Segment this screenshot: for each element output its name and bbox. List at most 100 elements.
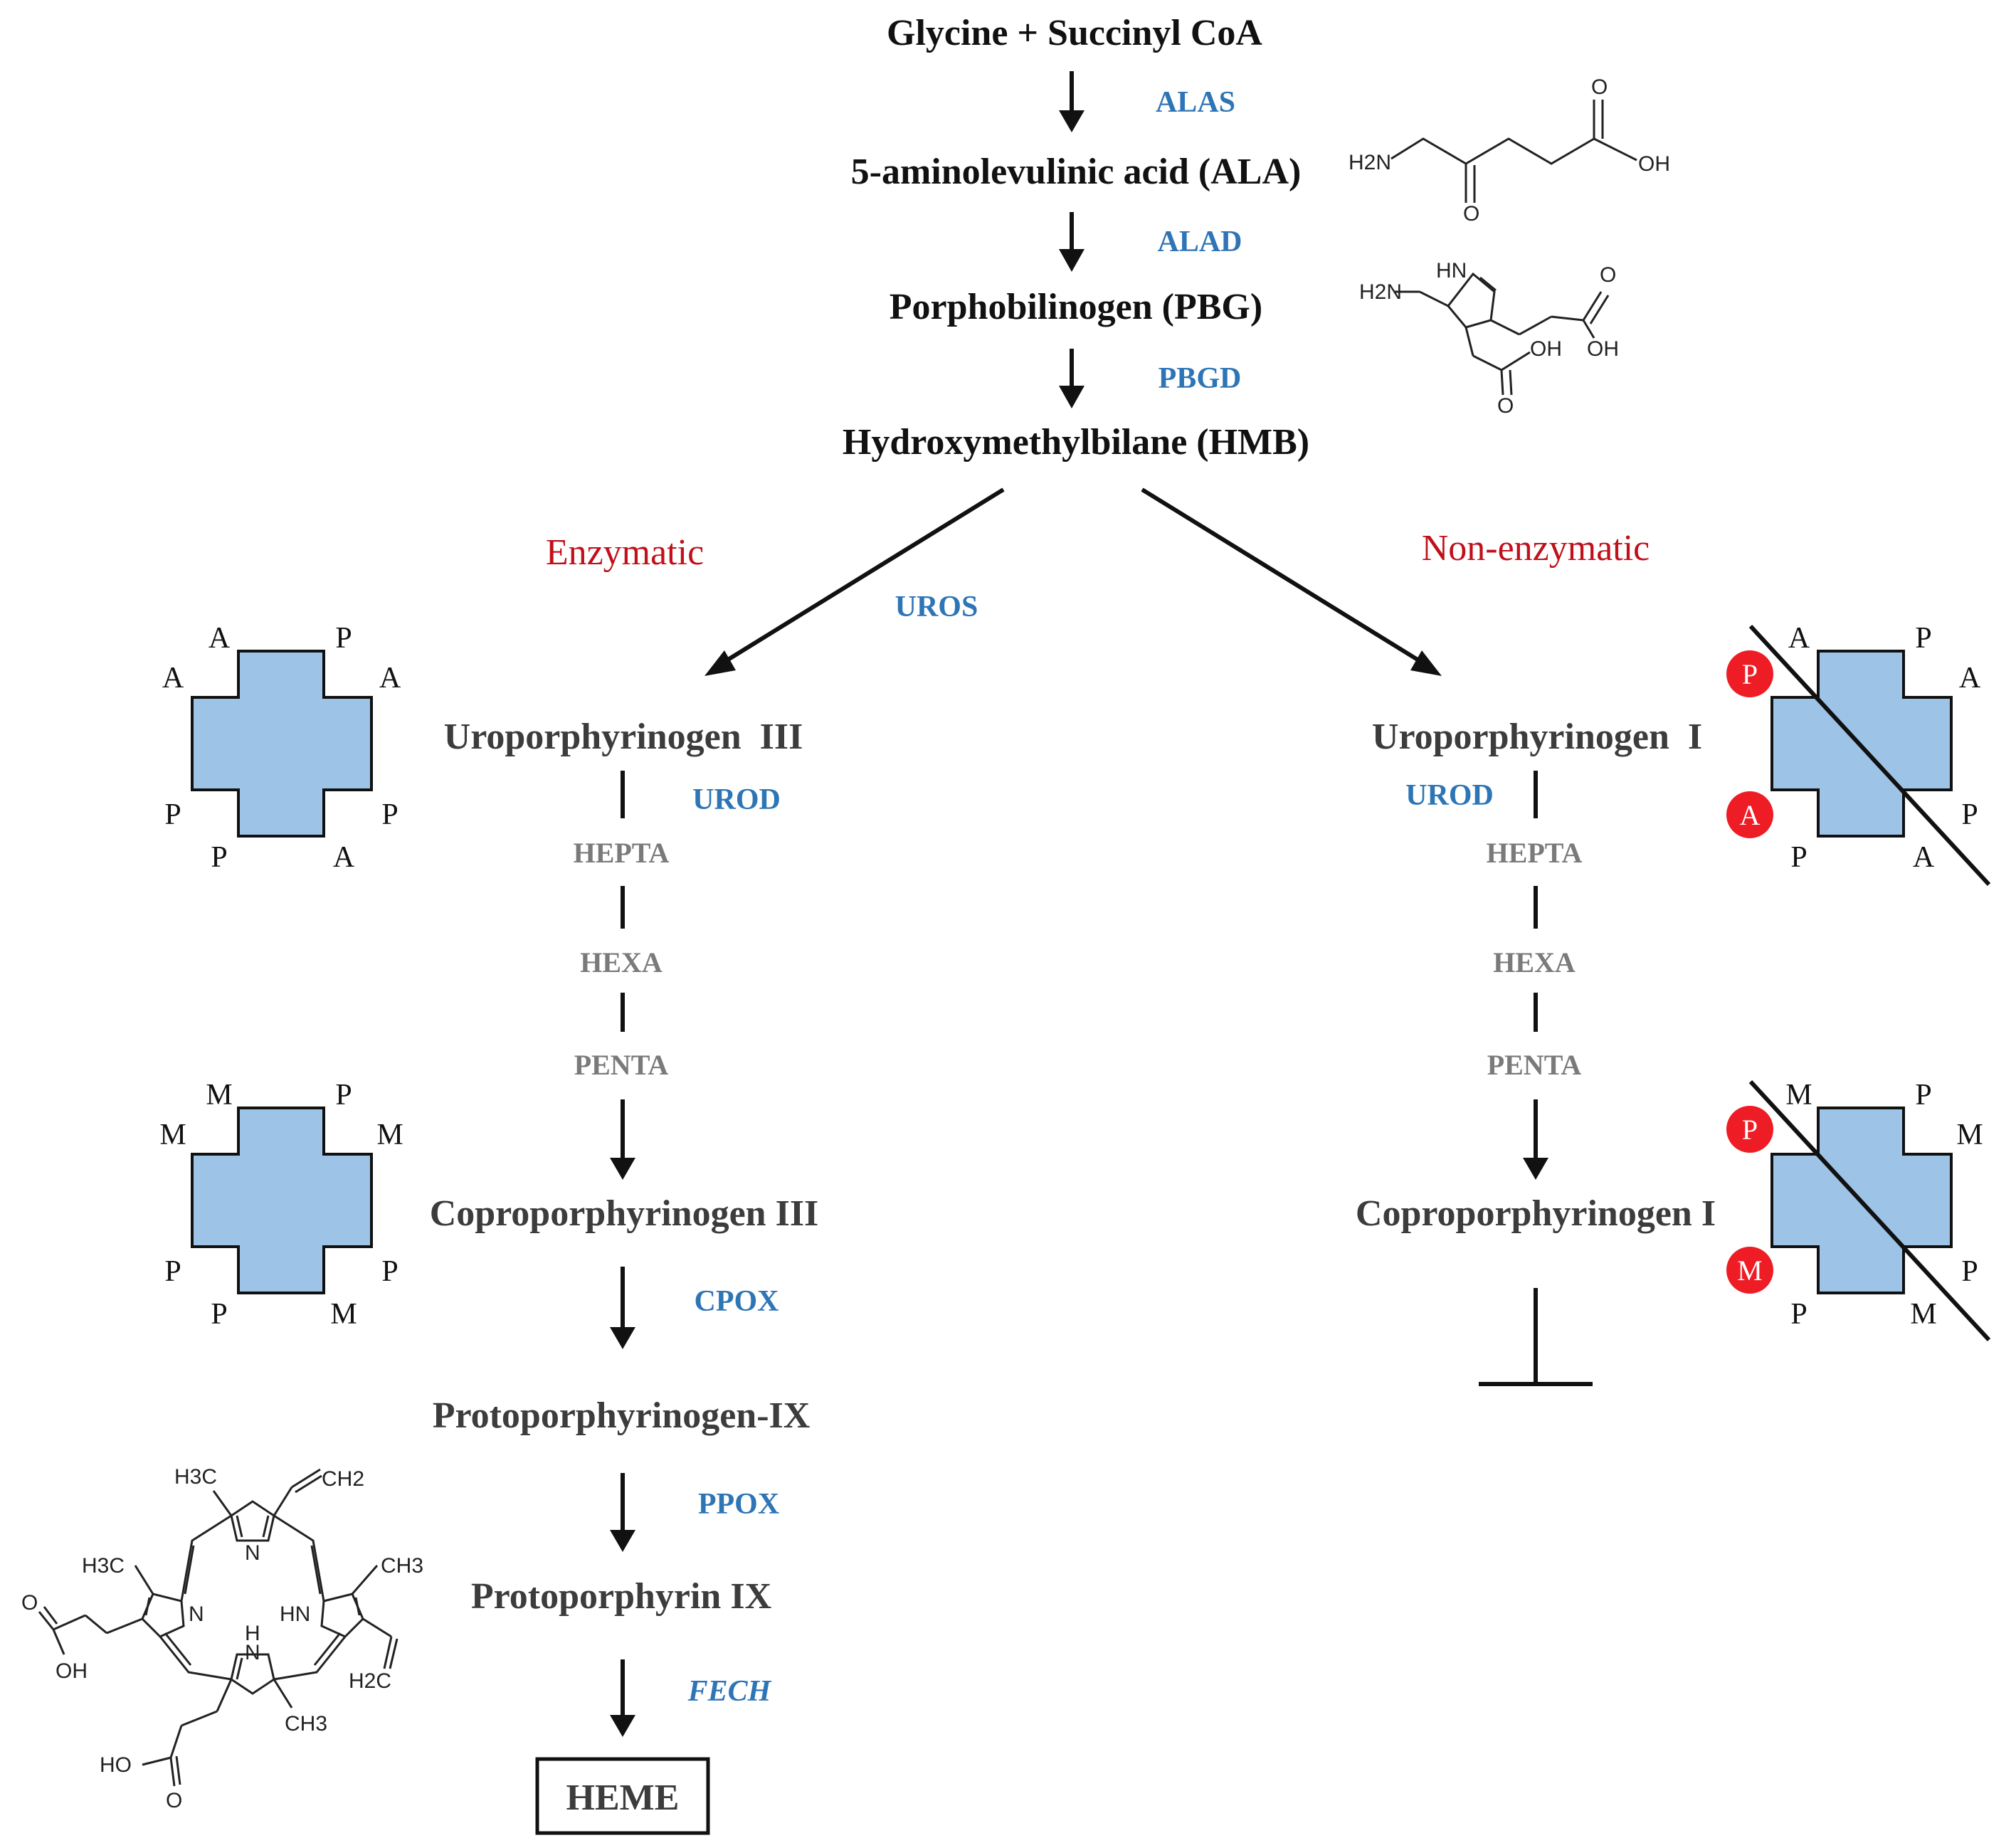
enzyme-fech: FECH (687, 1675, 772, 1708)
cross-label: P (335, 622, 352, 655)
arrow-down (1059, 212, 1084, 272)
svg-text:P: P (1742, 1114, 1758, 1146)
cross-label: P (1915, 1079, 1931, 1111)
error-marker-top: P (1726, 650, 1773, 697)
step-hmb: Hydroxymethylbilane (HMB) (843, 422, 1309, 463)
intermediate-penta-left: PENTA (574, 1049, 669, 1081)
cross-label: A (1959, 662, 1981, 695)
cross-label: P (1961, 1255, 1978, 1288)
heme-box: HEME (535, 1757, 710, 1835)
cross-uroporphyrinogen-i: A P A P P A P A (1726, 622, 1991, 887)
arrow-down (610, 1473, 635, 1552)
step-protoporphyrinogen-ix: Protoporphyrinogen-IX (433, 1395, 811, 1436)
proto-o-bottom: O (166, 1789, 182, 1812)
cross-label: A (209, 622, 231, 655)
step-coproporphyrinogen-iii: Coproporphyrinogen III (430, 1193, 819, 1234)
enzyme-urod-right: UROD (1405, 779, 1494, 812)
cross-label: A (379, 662, 401, 695)
error-marker-bottom: M (1726, 1247, 1773, 1294)
pbg-structure (1395, 272, 1610, 396)
branch-arrows (704, 487, 1442, 676)
proto-h3c-top: H3C (174, 1465, 217, 1489)
cross-label: P (335, 1079, 352, 1111)
step-uroporphyrinogen-i: Uroporphyrinogen I (1372, 717, 1702, 757)
error-marker-bottom: A (1726, 791, 1773, 838)
cross-coproporphyrinogen-iii: M P M M P P P M (159, 1079, 403, 1331)
ala-h2n: H2N (1349, 151, 1391, 174)
intermediate-hepta-left: HEPTA (574, 837, 670, 869)
proto-n-bottom: N (245, 1641, 260, 1664)
proto-h2c-right: H2C (349, 1669, 391, 1693)
svg-text:M: M (1737, 1255, 1763, 1287)
step-pbg: Porphobilinogen (PBG) (890, 287, 1262, 327)
cross-label: M (330, 1298, 357, 1331)
svg-text:A: A (1740, 799, 1761, 831)
cross-label: M (159, 1119, 186, 1151)
cross-label: A (333, 841, 355, 874)
proto-oh-left: OH (56, 1659, 88, 1683)
ala-structure (1390, 100, 1637, 203)
enzyme-uros: UROS (895, 591, 978, 623)
cross-coproporphyrinogen-i: M P M P P M P M (1726, 1079, 1991, 1342)
cross-label: P (164, 1255, 181, 1288)
arrow-down (610, 1267, 635, 1349)
intermediate-hexa-left: HEXA (580, 946, 663, 978)
proto-ch3-bottom: CH3 (285, 1712, 327, 1736)
cross-label: P (1915, 622, 1931, 655)
pbg-o2: O (1497, 394, 1514, 418)
proto-ch3-right: CH3 (381, 1554, 423, 1578)
cross-label: M (1785, 1079, 1812, 1111)
cross-label: P (211, 1298, 227, 1331)
proto-h-bottom: H (245, 1622, 260, 1645)
pbg-h2n: H2N (1359, 280, 1402, 304)
cross-label: M (206, 1079, 232, 1111)
proto-ho-bottom: HO (100, 1753, 132, 1777)
proto-o-left: O (21, 1591, 38, 1615)
dashed-line-left (610, 771, 635, 1180)
cross-label: A (162, 662, 184, 695)
pbg-oh1: OH (1587, 337, 1619, 361)
cross-label: P (1790, 1298, 1807, 1331)
cross-label: P (381, 1255, 398, 1288)
ala-oh: OH (1638, 152, 1670, 176)
cross-label: P (1790, 841, 1807, 874)
step-uroporphyrinogen-iii: Uroporphyrinogen III (444, 717, 803, 757)
cross-label: P (1961, 798, 1978, 831)
enzyme-ppox: PPOX (698, 1488, 779, 1521)
arrow-down (1059, 71, 1084, 132)
intermediate-penta-right: PENTA (1487, 1049, 1582, 1081)
proto-n-top: N (245, 1541, 260, 1565)
cross-label: P (211, 841, 227, 874)
pbg-oh2: OH (1530, 337, 1562, 361)
proto-hn-right: HN (280, 1602, 310, 1626)
enzyme-cpox: CPOX (695, 1285, 779, 1318)
svg-text:P: P (1742, 658, 1758, 690)
intermediate-hexa-right: HEXA (1493, 946, 1576, 978)
ala-o: O (1463, 202, 1479, 226)
enzyme-alas: ALAS (1156, 86, 1235, 119)
arrow-down (610, 1659, 635, 1737)
enzyme-pbgd: PBGD (1159, 362, 1242, 395)
step-glycine-succinyl-coa: Glycine + Succinyl CoA (887, 13, 1262, 53)
proto-h3c-left: H3C (82, 1554, 125, 1578)
cross-label: P (381, 798, 398, 831)
step-ala: 5-aminolevulinic acid (ALA) (851, 152, 1302, 192)
pbg-o1: O (1600, 263, 1616, 287)
heme-label: HEME (566, 1778, 680, 1818)
cross-label: P (164, 798, 181, 831)
step-coproporphyrinogen-i: Coproporphyrinogen I (1356, 1193, 1716, 1234)
cross-label: M (376, 1119, 403, 1151)
ala-o-acid: O (1591, 75, 1608, 99)
error-marker-top: P (1726, 1106, 1773, 1153)
intermediate-hepta-right: HEPTA (1487, 837, 1583, 869)
enzyme-alad: ALAD (1157, 226, 1242, 258)
label-enzymatic: Enzymatic (546, 532, 704, 573)
dashed-line-right (1523, 771, 1548, 1180)
blocked-end-symbol (1479, 1288, 1593, 1386)
cross-label: M (1910, 1298, 1936, 1331)
label-non-enzymatic: Non-enzymatic (1422, 528, 1650, 569)
protoporphyrin-structure (38, 1468, 399, 1787)
pbg-hn: HN (1436, 259, 1467, 282)
cross-uroporphyrinogen-iii: A P A A P P P A (162, 622, 401, 874)
